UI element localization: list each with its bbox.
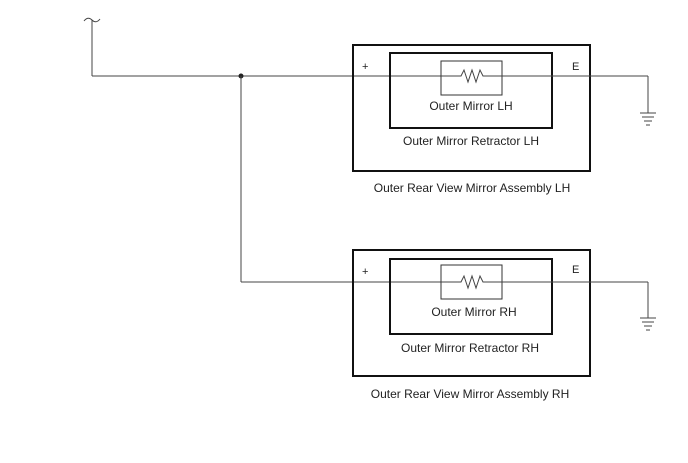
- retractor-lh-label: Outer Mirror Retractor LH: [403, 134, 539, 148]
- assembly-rh-box: [352, 249, 591, 377]
- retractor-rh-label: Outer Mirror Retractor RH: [401, 341, 539, 355]
- retractor-lh-box: [389, 52, 553, 129]
- e-pin-lh: E: [572, 61, 579, 73]
- resistor-icon: [441, 68, 502, 84]
- motor-lh-label: Outer Mirror LH: [429, 99, 512, 113]
- plus-pin-lh: +: [362, 61, 368, 73]
- assembly-lh-label: Outer Rear View Mirror Assembly LH: [374, 181, 571, 195]
- assembly-lh-box: [352, 44, 591, 172]
- resistor-icon: [441, 274, 502, 290]
- assembly-lh: + E Outer Mirror LH Outer Mirror Retract…: [352, 44, 591, 195]
- assembly-rh: + E Outer Mirror RH Outer Mirror Retract…: [352, 249, 591, 401]
- retractor-rh-box: [389, 258, 553, 335]
- motor-rh-label: Outer Mirror RH: [431, 305, 516, 319]
- assembly-rh-label: Outer Rear View Mirror Assembly RH: [371, 387, 570, 401]
- e-pin-rh: E: [572, 264, 579, 276]
- plus-pin-rh: +: [362, 266, 368, 278]
- ground-icon: [640, 317, 656, 331]
- ground-icon: [640, 112, 656, 126]
- motor-lh-box: [440, 60, 503, 96]
